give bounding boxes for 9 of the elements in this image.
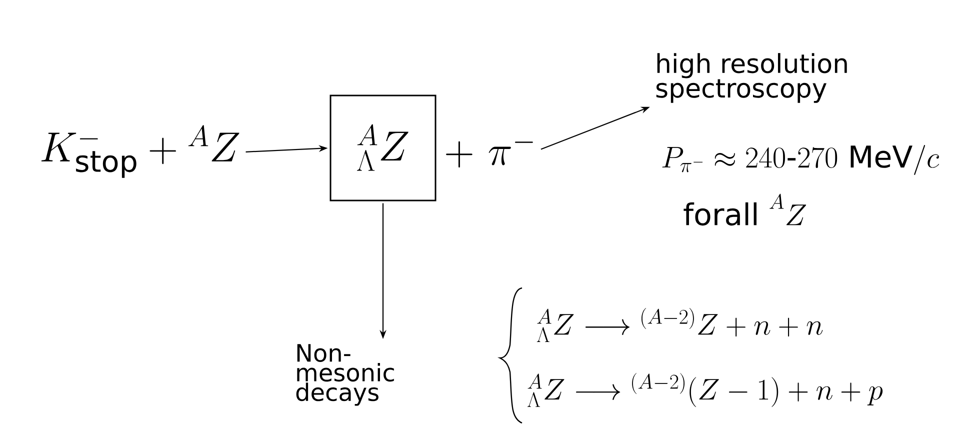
decay-equation: ${}^{A}_{\Lambda}Z \longrightarrow {}^{(A-2)}Z + n + n$: [536, 308, 823, 342]
note-text: high resolution spectroscopy: [656, 53, 847, 103]
reaction-formula: $K^{-}_{\mathrm{stop}} + {}^{A}Z$: [41, 125, 240, 178]
pion-formula: $+\ \pi^{-}$: [446, 141, 533, 168]
condition-formula: $\mathrm{forall}\ {}^{A}Z$: [684, 194, 806, 226]
momentum-formula: $P_{\pi^{-}} \approx 240\mbox{-}270\ \mathrm{MeV}/c$: [662, 145, 939, 175]
hypernucleus-box: ${}^{A}_{\Lambda}Z$: [330, 94, 436, 202]
decay-equation: ${}^{A}_{\Lambda}Z \longrightarrow {}^{(A-2)}(Z-1) + n + p$: [528, 372, 883, 408]
note-text: Non-mesonic decays: [296, 344, 394, 406]
